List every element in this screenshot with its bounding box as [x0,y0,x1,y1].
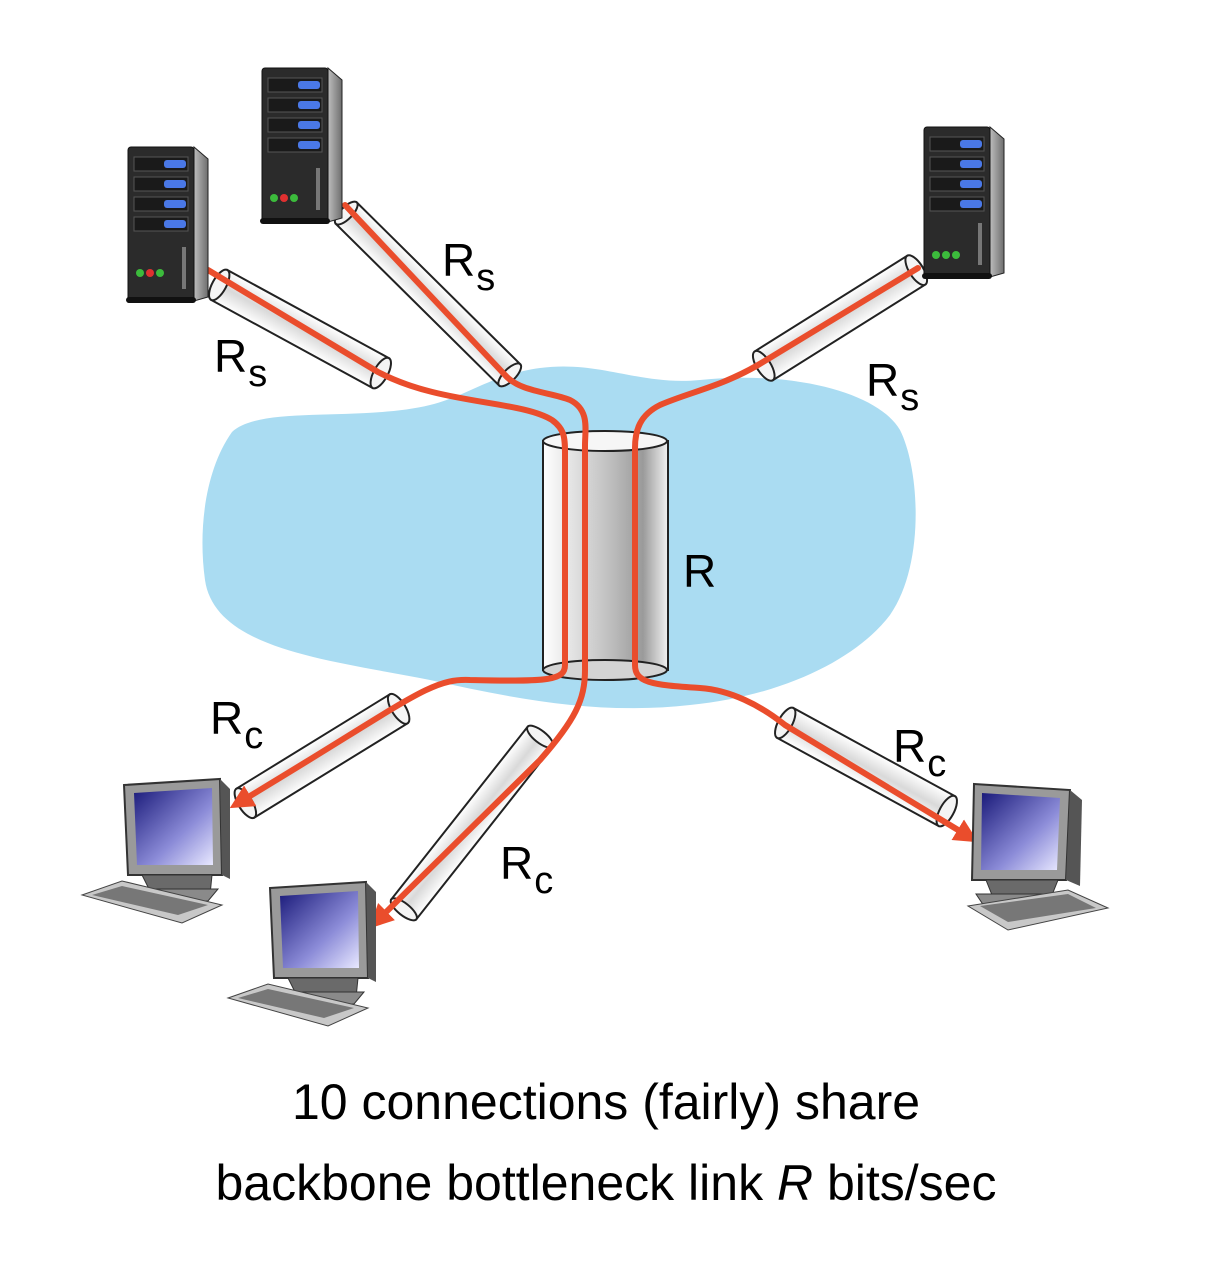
server-1 [126,145,209,303]
backbone-rate-label: R [683,545,717,597]
server-rate-label-3: Rs [866,354,920,419]
caption-line-2-unit: bits/sec [813,1155,997,1211]
caption-line-2: backbone bottleneck link R bits/sec [0,1158,1212,1208]
client-computer-3 [966,782,1110,931]
server-2 [260,66,343,224]
flow-server-1 [205,267,569,809]
flow-server-3 [632,265,979,843]
backbone-link-cylinder [542,430,669,681]
client-rate-label-2: Rc [500,837,554,902]
client-rate-label-3: Rc [893,720,947,785]
client-computer-2 [226,880,376,1027]
server-rate-label-1: Rs [214,330,268,395]
flow-server-2 [342,202,589,929]
client-rate-label-1: Rc [210,692,264,757]
server-3 [922,125,1005,279]
caption-line-2-text: backbone bottleneck link [215,1155,777,1211]
caption-line-1: 10 connections (fairly) share [291,1074,921,1130]
caption-variable: R [776,1155,814,1211]
server-rate-label-2: Rs [442,234,496,299]
client-computer-1 [80,777,230,924]
